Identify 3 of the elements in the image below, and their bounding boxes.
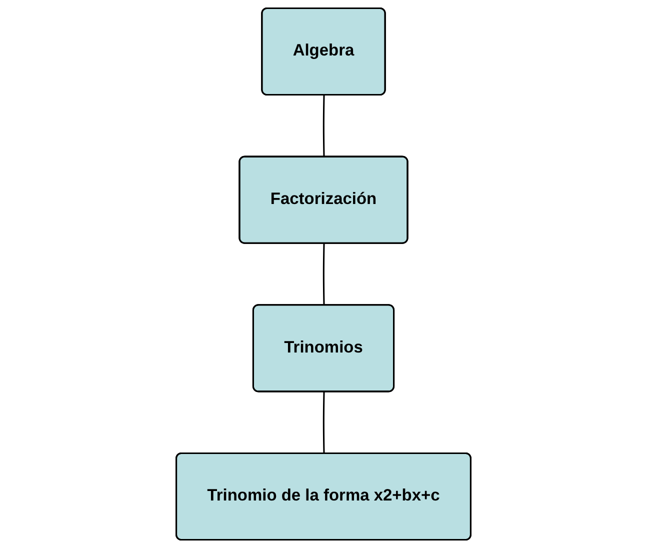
connector (322, 392, 325, 454)
connector (322, 95, 325, 158)
connector (322, 244, 325, 306)
